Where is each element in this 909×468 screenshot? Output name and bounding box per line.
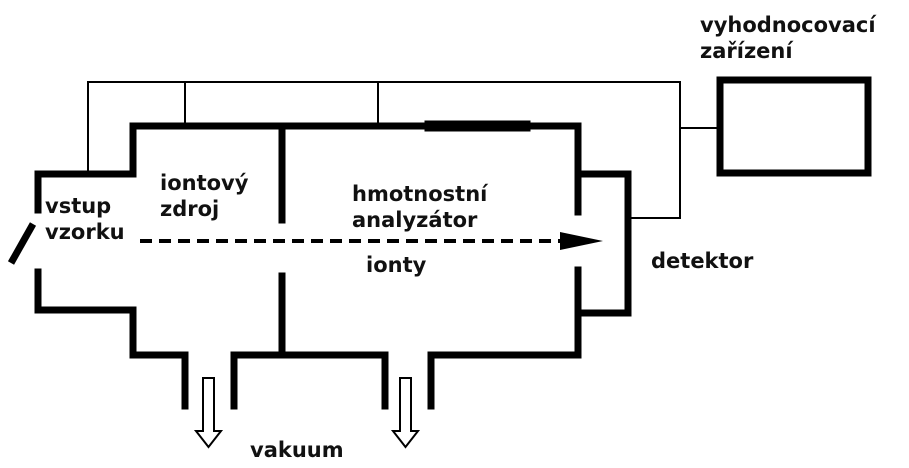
instrument-walls: [34, 120, 632, 410]
vacuum-arrow-right: [390, 377, 421, 449]
vacuum-arrow-left: [193, 377, 224, 449]
evaluation-device-box: [716, 76, 872, 177]
ion-beam-arrow: [140, 232, 603, 250]
mass-analyzer-label: hmotnostní analyzátor: [352, 182, 488, 232]
detector-label: detektor: [651, 249, 754, 273]
vacuum-label: vakuum: [250, 438, 344, 462]
ions-label: ionty: [366, 253, 427, 277]
signal-wiring: [87, 81, 720, 219]
sample-inlet-label: vstup vzorku: [45, 194, 125, 244]
inlet-valve: [7, 222, 37, 265]
evaluation-device-label: vyhodnocovací zařízení: [700, 13, 876, 63]
ion-source-label: iontový zdroj: [160, 171, 249, 221]
